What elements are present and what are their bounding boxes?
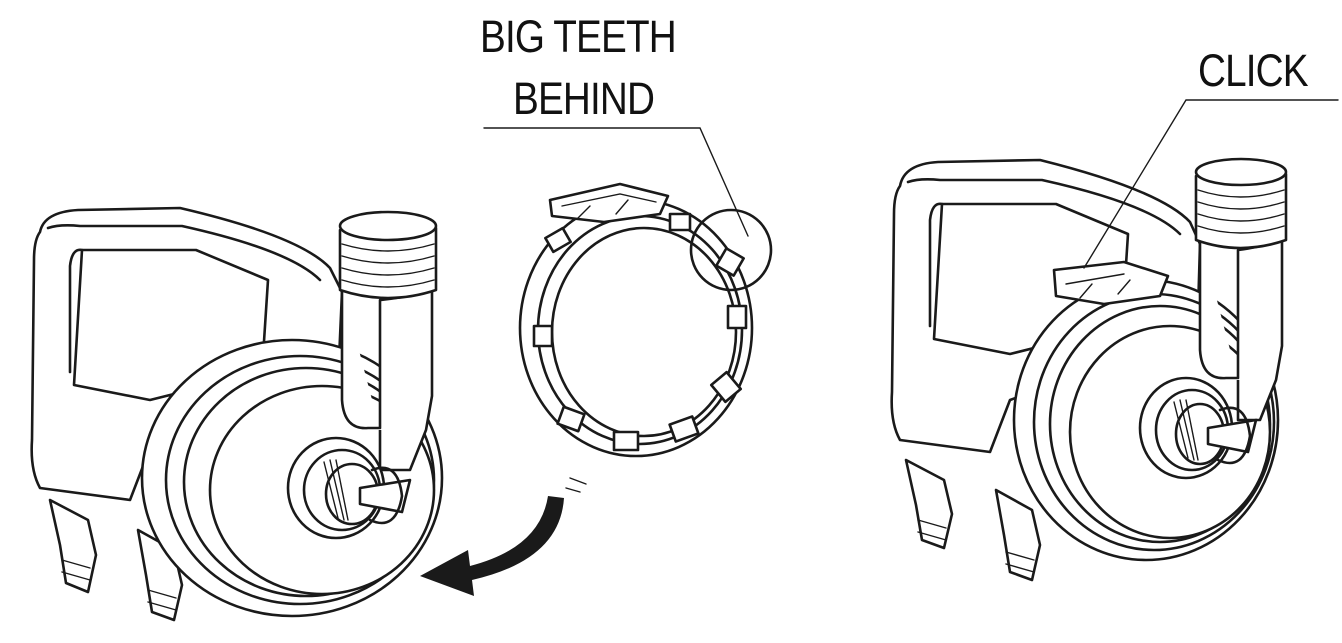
click-label: CLICK: [1198, 45, 1309, 96]
curved-arrow-icon: [420, 477, 587, 596]
bayonet-ring: [483, 127, 773, 458]
pump-with-ring-attached: [890, 99, 1339, 582]
pump-without-ring: [30, 206, 444, 622]
pump-right-feet: [904, 458, 1042, 582]
pump-right-ring-clip: [1052, 260, 1170, 306]
big-teeth-callout-circle: [689, 208, 773, 292]
big-teeth-label-line2: BEHIND: [513, 73, 655, 124]
ring-top-clip: [548, 182, 670, 224]
big-teeth-leader-line: [483, 127, 749, 237]
pump-left-outlet-pipe: [340, 284, 434, 472]
pump-right-outlet-pipe: [1198, 234, 1284, 422]
pump-left-housing: [30, 206, 344, 502]
big-teeth-label-line1: BIG TEETH: [480, 11, 677, 62]
ring-teeth: [532, 212, 748, 452]
click-leader-line: [1083, 99, 1339, 269]
